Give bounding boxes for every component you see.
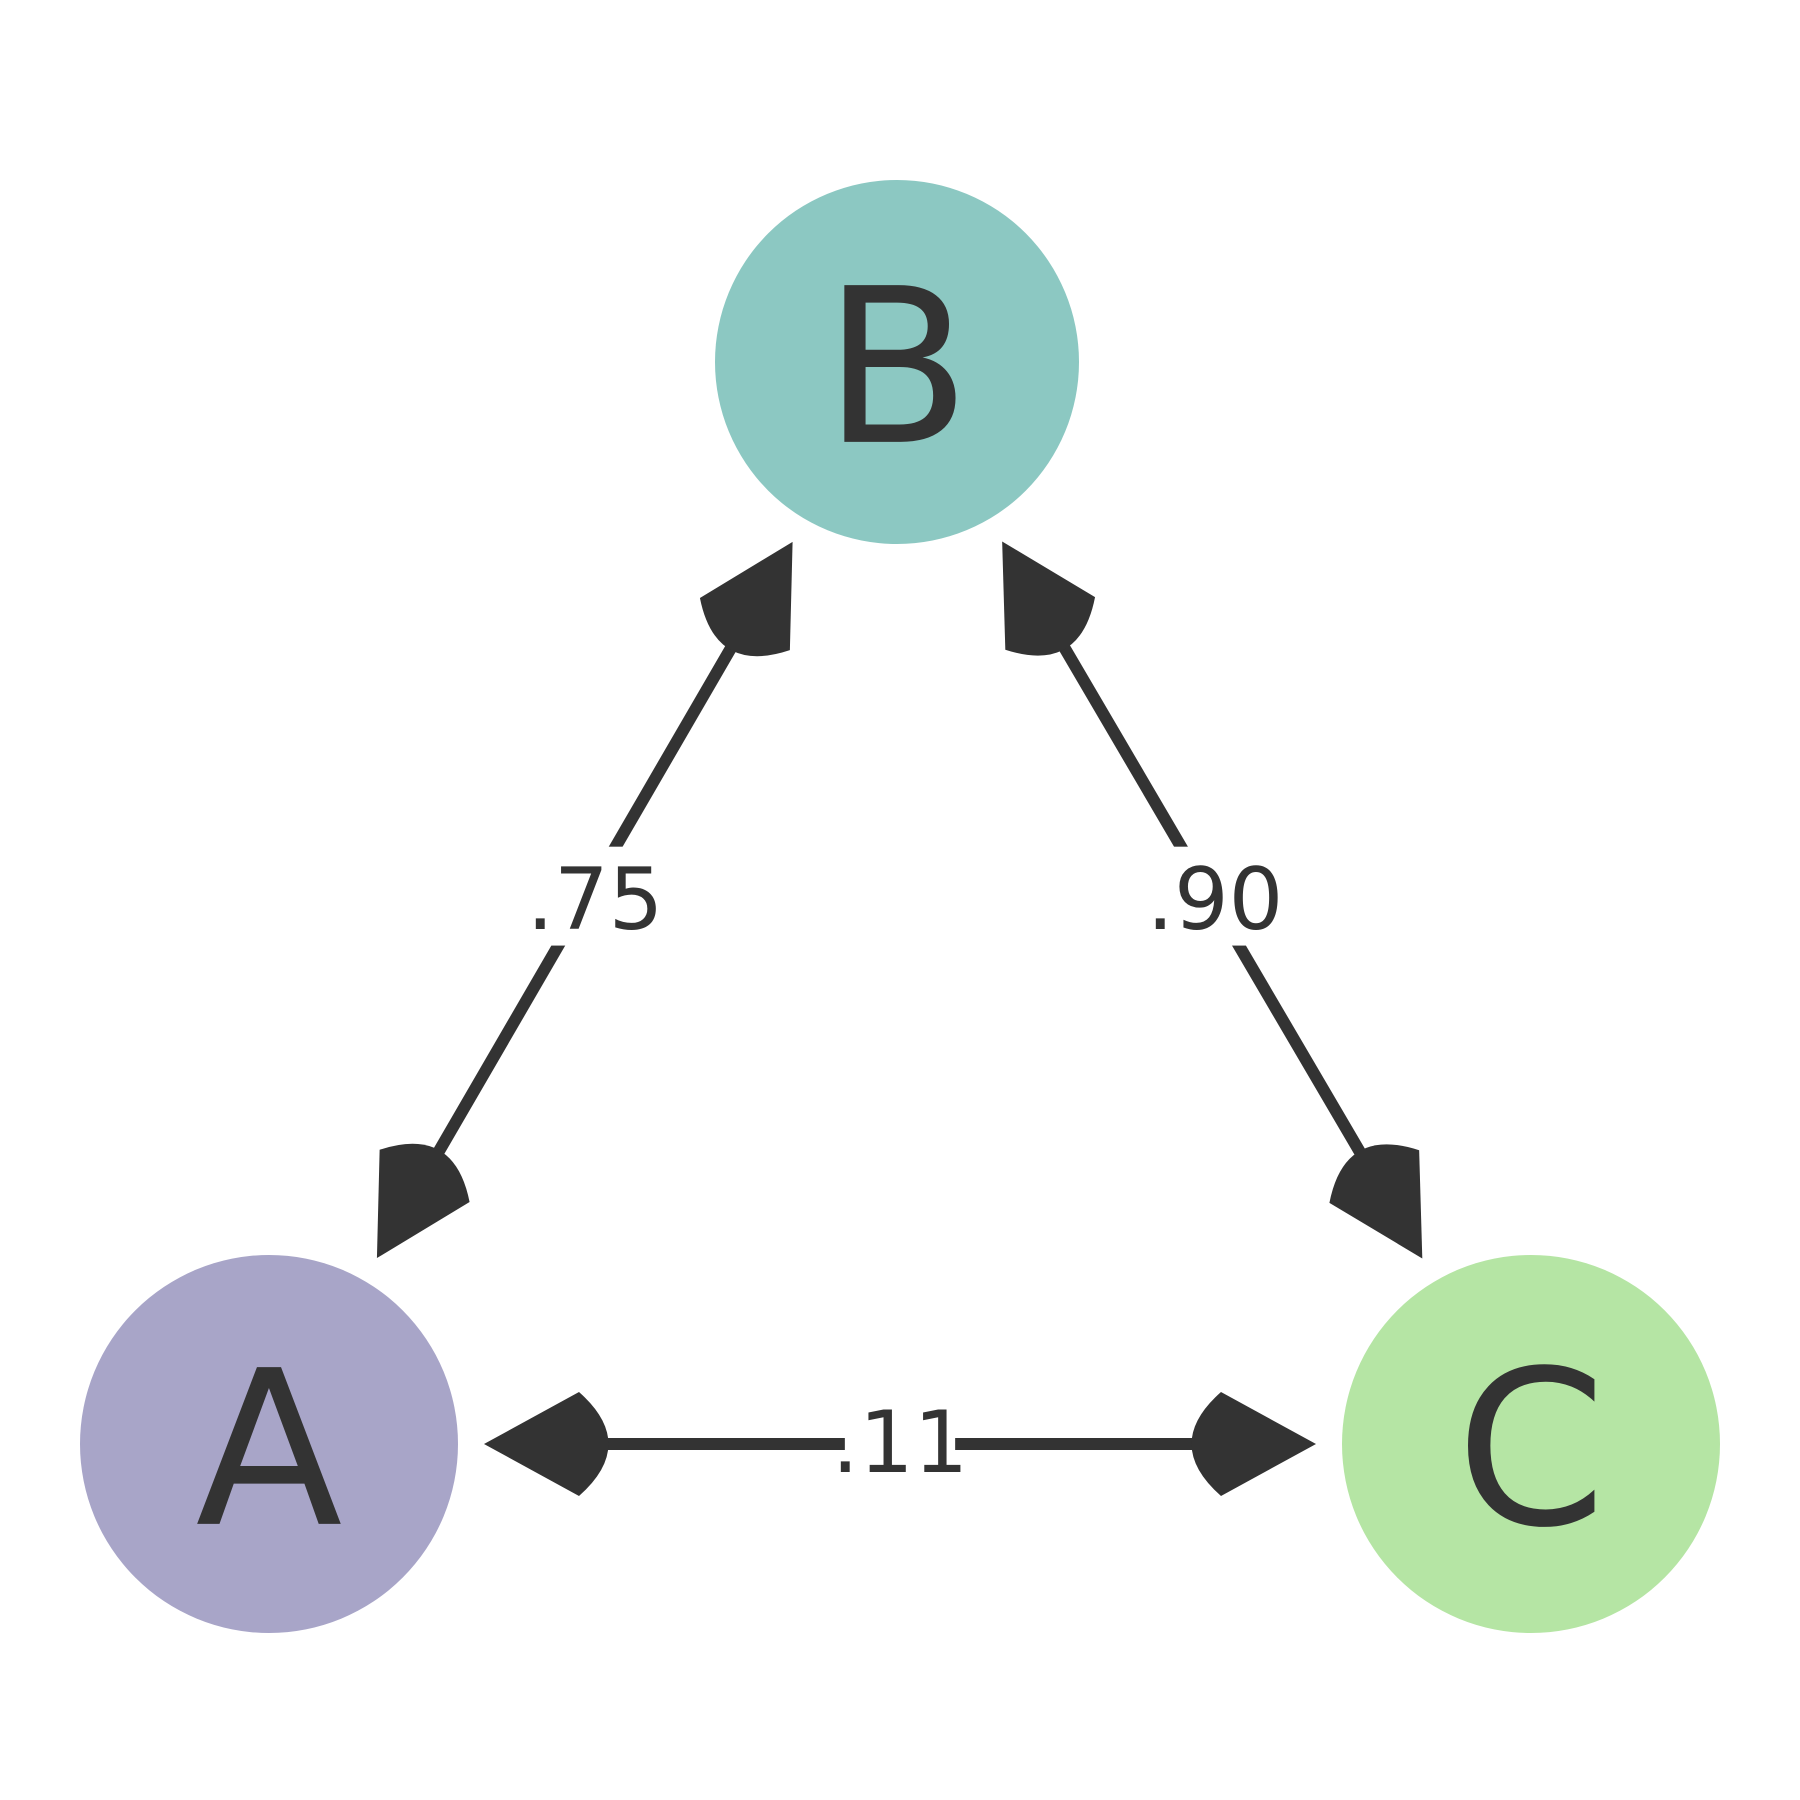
arrowhead-toward-c [1191,1392,1316,1496]
arrowhead-toward-a [484,1392,609,1496]
node-label: B [823,242,971,493]
node-circle[interactable] [715,180,1079,544]
node-circle[interactable] [80,1255,458,1633]
edge-label-a-b: .75 [527,846,664,950]
arrowhead-toward-a [376,1143,470,1259]
edge-label-backdrop [1159,846,1271,946]
edge-label-backdrop [539,846,651,946]
arrowhead-toward-c [1329,1144,1423,1259]
arrowhead-toward-b [1002,541,1096,656]
edge-label-b-c: .90 [1147,846,1284,950]
edge-labels-layer: .75 .90 .11 [527,846,1284,1493]
edge-weight-label: .90 [1147,850,1284,950]
node-c[interactable]: C [1342,1255,1720,1633]
node-a[interactable]: A [80,1255,458,1633]
edge-weight-label: .75 [527,850,664,950]
node-circle[interactable] [1342,1255,1720,1633]
arrowhead-toward-b [699,541,793,657]
nodes-layer: A B C [80,180,1720,1633]
edge-label-a-c: .11 [832,1389,969,1493]
node-label: A [195,1324,342,1575]
edge-label-backdrop [844,1389,956,1489]
edge-weight-label: .11 [832,1393,969,1493]
node-b[interactable]: B [715,180,1079,544]
node-label: C [1456,1324,1606,1575]
edges-layer [376,541,1423,1496]
